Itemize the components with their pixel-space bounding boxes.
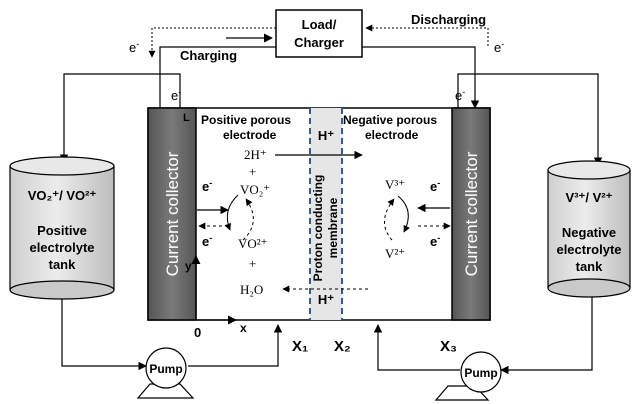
pipe-pump-to-cell-right — [373, 324, 460, 371]
electron-top-right: e- — [494, 39, 504, 55]
membrane-label-2: membrane — [326, 197, 340, 258]
negative-electrolyte-tank: V³⁺/ V²⁺ Negative electrolyte tank — [547, 160, 631, 298]
electron-collector-right: e- — [455, 87, 465, 103]
x-axis-label: x — [240, 321, 247, 335]
negative-tank-label-3: tank — [576, 259, 604, 274]
negative-tank-species: V³⁺/ V²⁺ — [566, 190, 613, 205]
electron-right-upper: e- — [430, 178, 440, 194]
negative-electrode-label-1: Negative porous — [343, 113, 437, 127]
positive-tank-label-2: electrolyte — [29, 240, 94, 255]
discharging-path — [365, 24, 489, 46]
charging-label: Charging — [180, 48, 237, 63]
negative-electrode-label-2: electrode — [365, 128, 419, 142]
pipe-to-positive-tank — [59, 73, 181, 163]
membrane-label-1: Proton conducting — [311, 175, 325, 282]
redox-curve-right-1 — [397, 195, 410, 233]
positive-electrode-label-2: electrode — [223, 128, 277, 142]
length-label: L — [183, 112, 190, 124]
reaction-2h: 2H⁺ — [244, 147, 267, 162]
pump-right-label: Pump — [464, 366, 497, 380]
load-label: Load/ — [302, 17, 337, 32]
positive-tank-species: VO₂⁺/ VO²⁺ — [28, 188, 97, 203]
reaction-h2o: H₂O — [240, 282, 263, 297]
pipe-pump-to-cell-left — [188, 324, 283, 367]
reaction-plus-2: + — [249, 256, 256, 271]
negative-tank-label-1: Negative — [562, 225, 616, 240]
membrane: Proton conducting membrane H⁺ H⁺ — [309, 108, 343, 320]
wire-left-top — [159, 46, 276, 108]
reaction-vo2-plus: VO₂⁺ — [240, 182, 270, 197]
reaction-v3: V³⁺ — [385, 177, 405, 192]
current-collector-left: Current collector — [147, 107, 197, 321]
wire-right-top — [362, 46, 480, 109]
pump-left: Pump — [136, 347, 195, 399]
x3-label: X₃ — [440, 338, 457, 355]
reaction-vo-2plus: VO²⁺ — [238, 236, 268, 251]
positive-tank-label-3: tank — [49, 257, 77, 272]
proton-label-bottom: H⁺ — [318, 292, 334, 307]
positive-tank-label-1: Positive — [37, 223, 87, 238]
current-collector-right: Current collector — [451, 107, 491, 321]
positive-electrode-label-1: Positive porous — [201, 113, 291, 127]
negative-tank-label-2: electrolyte — [556, 242, 621, 257]
discharging-label: Discharging — [411, 12, 486, 27]
electron-right-lower: e- — [430, 233, 440, 249]
electron-top-left: e- — [129, 39, 139, 55]
reaction-v2: V²⁺ — [385, 246, 405, 261]
x2-label: X₂ — [334, 338, 351, 355]
proton-label-top: H⁺ — [318, 128, 334, 143]
current-collector-right-label: Current collector — [462, 151, 481, 276]
y-axis-label: y — [185, 259, 192, 273]
electron-left-lower: e- — [202, 233, 212, 249]
charging-path-left — [148, 27, 276, 58]
pipe-tank-to-pump-left — [61, 299, 147, 371]
current-collector-left-label: Current collector — [163, 151, 182, 276]
pump-left-label: Pump — [149, 362, 182, 376]
electron-left-upper: e- — [202, 178, 212, 194]
pipe-to-negative-tank — [457, 73, 603, 166]
redox-curve-left-1 — [224, 194, 239, 231]
charger-label: Charger — [294, 35, 344, 50]
x1-label: X₁ — [292, 338, 308, 355]
origin-label: 0 — [194, 325, 201, 340]
reaction-plus-1: + — [249, 164, 256, 179]
load-charger-box: Load/ Charger — [275, 9, 363, 58]
positive-electrolyte-tank: VO₂⁺/ VO²⁺ Positive electrolyte tank — [9, 156, 115, 300]
pump-right: Pump — [434, 351, 502, 401]
pipe-tank-to-pump-right — [500, 297, 593, 375]
